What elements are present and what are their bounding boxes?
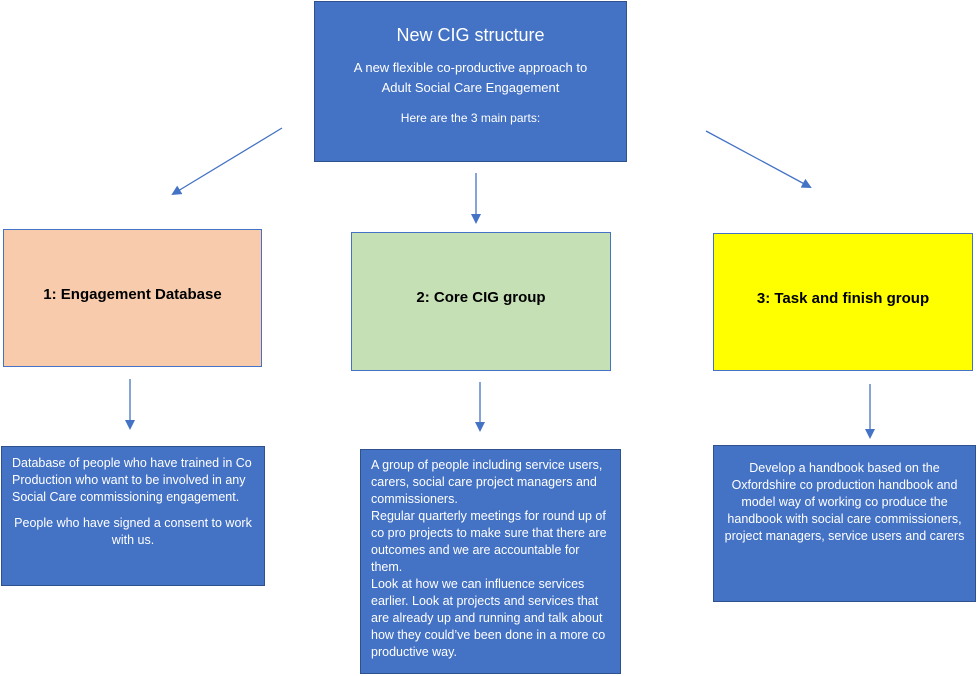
- part-1-box: 1: Engagement Database: [3, 229, 262, 367]
- part-1-description-box: Database of people who have trained in C…: [1, 446, 265, 586]
- structure-title: New CIG structure: [396, 25, 545, 45]
- structure-subtitle: A new flexible co-productive approach to…: [315, 58, 626, 98]
- part-2-description-text: Look at how we can influence services ea…: [371, 577, 606, 659]
- part-2-description-text: Regular quarterly meetings for round up …: [371, 509, 607, 574]
- part-2-box: 2: Core CIG group: [351, 232, 611, 371]
- part-2-description-text: A group of people including service user…: [371, 458, 603, 506]
- structure-heading-box: New CIG structure A new flexible co-prod…: [314, 1, 627, 162]
- part-1-description-text: Database of people who have trained in C…: [12, 456, 252, 504]
- structure-note: Here are the 3 main parts:: [400, 111, 541, 125]
- part-3-description-box: Develop a handbook based on the Oxfordsh…: [713, 445, 976, 602]
- part-1-label: 1: Engagement Database: [43, 285, 222, 303]
- part-2-description-box: A group of people including service user…: [360, 449, 621, 674]
- arrow-to-part-3: [705, 130, 812, 188]
- part-3-description-text: Develop a handbook based on the Oxfordsh…: [724, 461, 965, 543]
- structure-subtitle-line-2: Adult Social Care Engagement: [381, 80, 560, 95]
- part-3-label: 3: Task and finish group: [756, 289, 930, 307]
- part-3-box: 3: Task and finish group: [713, 233, 973, 371]
- structure-subtitle-line-1: A new flexible co-productive approach to: [353, 60, 588, 75]
- part-1-description-text: People who have signed a consent to work…: [14, 516, 252, 547]
- arrow-to-part-1: [171, 127, 283, 196]
- part-2-label: 2: Core CIG group: [416, 289, 546, 306]
